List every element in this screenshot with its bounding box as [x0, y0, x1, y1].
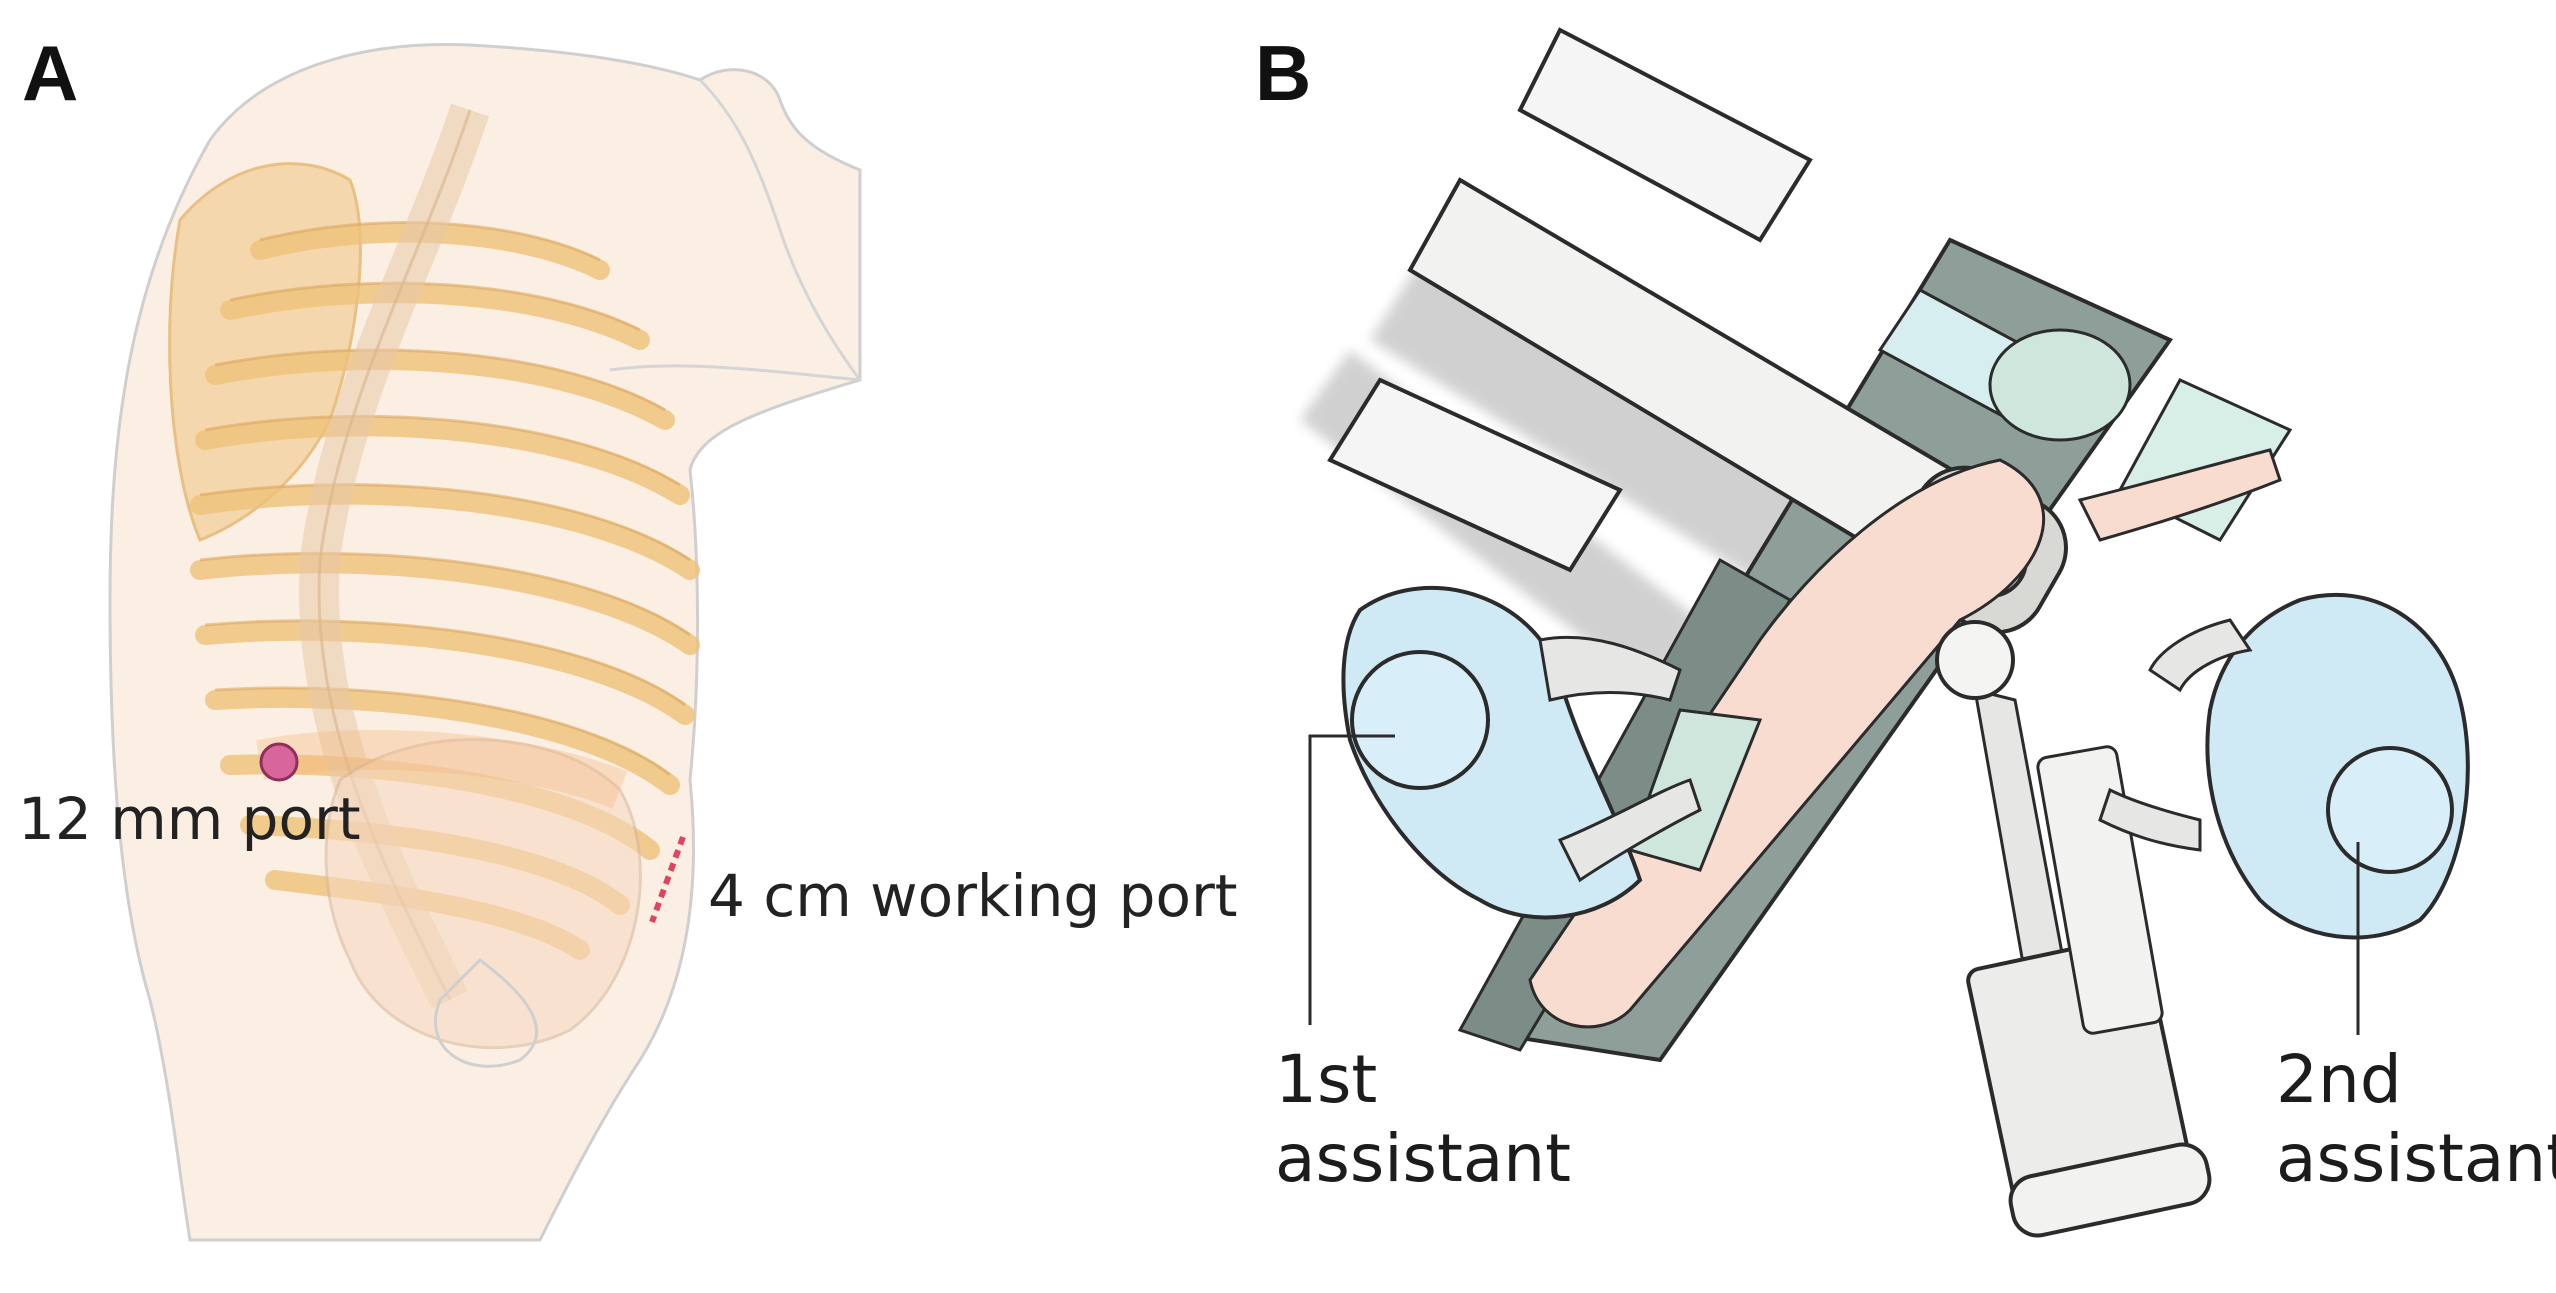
- working-port-marker: [649, 835, 686, 924]
- incision-band: [256, 730, 628, 809]
- first-assistant-leader: [1308, 734, 1395, 1025]
- second-assistant-label: 2nd assistant: [2276, 1040, 2556, 1198]
- patient-arm: [2077, 448, 2282, 542]
- second-assistant-label-line2: assistant: [2276, 1120, 2556, 1198]
- arm-lower-outline: [609, 364, 861, 382]
- arm-outline: [698, 78, 862, 381]
- second-assistant-label-line1: 2nd: [2276, 1041, 2402, 1118]
- lung-region: [324, 738, 642, 1050]
- first-assistant-label: 1st assistant: [1275, 1040, 1571, 1198]
- first-assistant-figure: [1341, 585, 1702, 920]
- panel-b-letter: B: [1255, 29, 1312, 117]
- patient-body: [1528, 458, 2045, 1029]
- robot-tower: [2036, 745, 2164, 1035]
- panel-b-illustration: [1300, 27, 2470, 1238]
- robot-foot: [2008, 1142, 2212, 1238]
- 12mm-port-label: 12 mm port: [18, 785, 361, 853]
- first-assistant-label-line1: 1st: [1275, 1041, 1378, 1118]
- panel-a-illustration: [108, 42, 862, 1242]
- panel-a-letter: A: [22, 29, 79, 117]
- 12mm-port-marker: [259, 742, 299, 782]
- patient-head-cap: [1988, 328, 2132, 442]
- robot-camera-head: [1935, 620, 2015, 700]
- first-assistant-label-line2: assistant: [1275, 1120, 1571, 1198]
- working-port-label: 4 cm working port: [708, 862, 1238, 930]
- robot-boom-lower: [1327, 377, 1623, 573]
- robot-boom-upper: [1517, 27, 1813, 243]
- second-assistant-figure: [2098, 592, 2470, 940]
